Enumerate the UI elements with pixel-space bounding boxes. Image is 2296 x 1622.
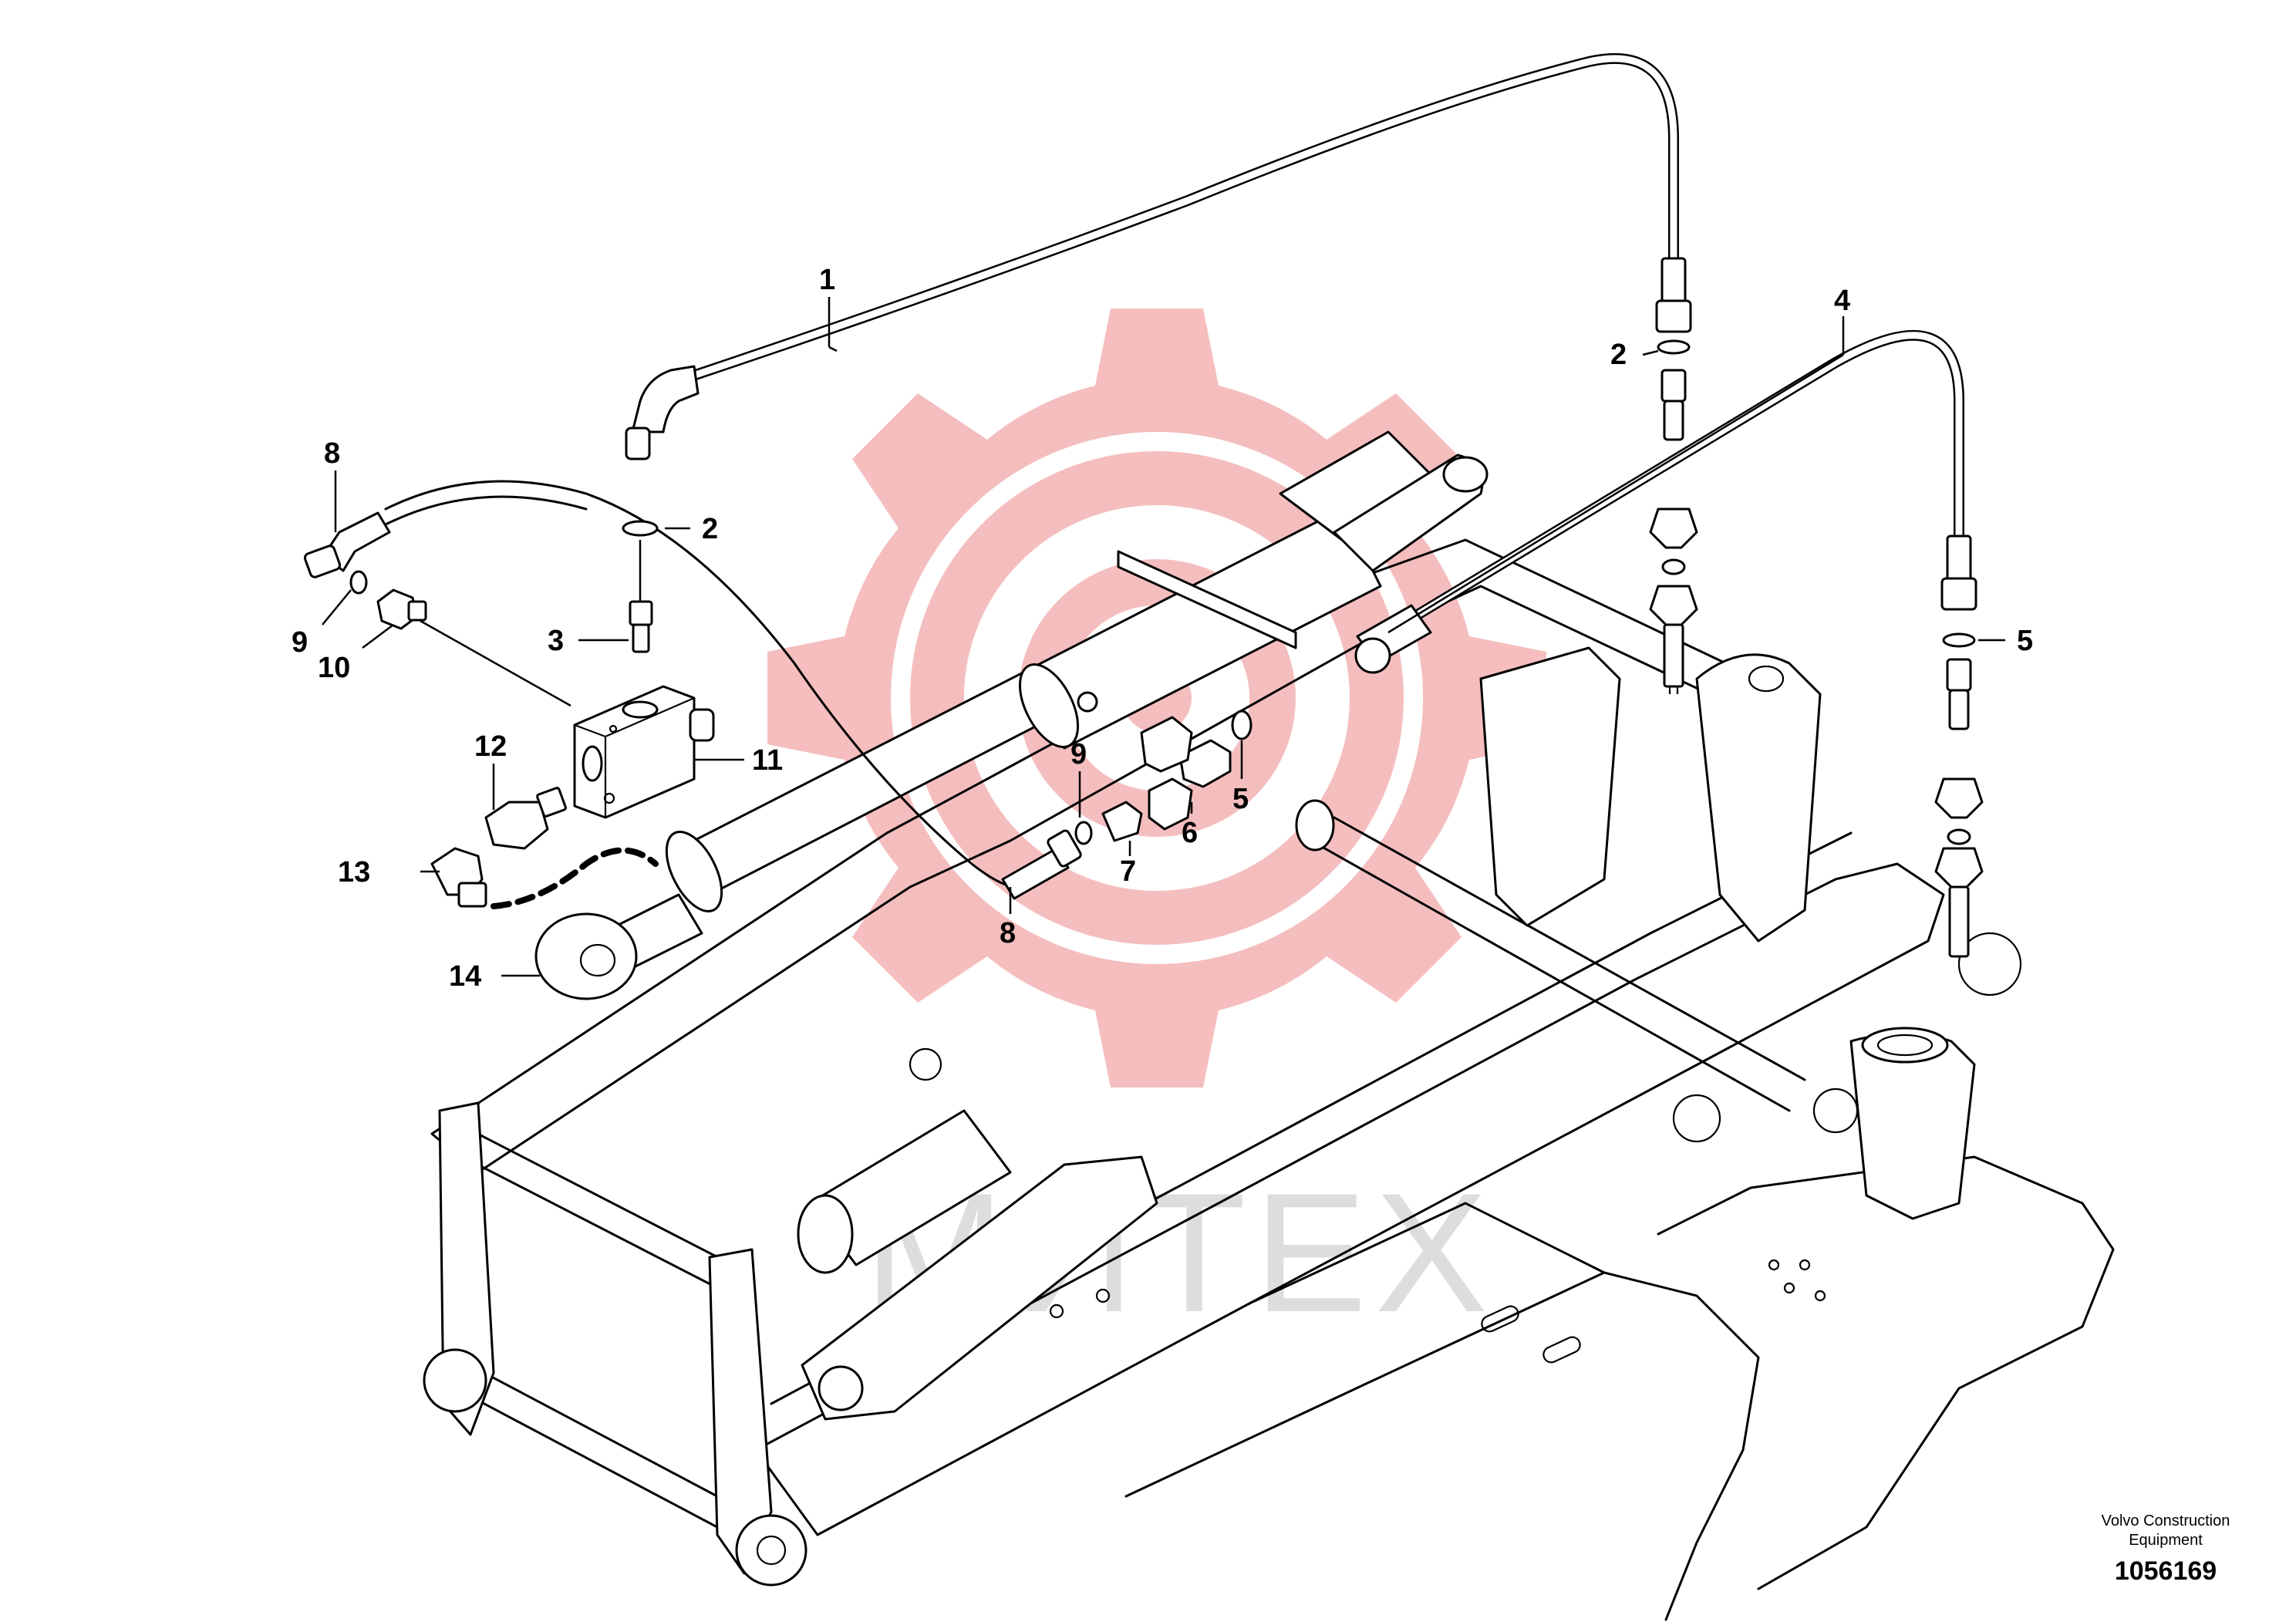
callout-14: 14	[449, 960, 481, 993]
footer-company-line1: Volvo Construction	[2102, 1512, 2230, 1529]
callout-11: 11	[752, 744, 783, 777]
callout-9-left: 9	[292, 626, 308, 659]
callout-5-right: 5	[2017, 625, 2033, 657]
right-fittings	[1649, 339, 1984, 958]
lift-cylinder	[534, 430, 1489, 1000]
callout-1: 1	[819, 264, 835, 296]
callout-6: 6	[1182, 817, 1198, 849]
callout-8-right: 8	[1000, 917, 1016, 949]
drawing-footer: Volvo Construction Equipment 1056169	[2102, 1512, 2230, 1586]
footer-drawing-number: 1056169	[2115, 1556, 2217, 1586]
callout-10: 10	[318, 652, 350, 684]
callouts: 1 2 2 3 4 5 5 6 7 8 8 9 9 10 11 12 13 14	[292, 264, 2033, 993]
callout-13: 13	[338, 856, 370, 889]
callout-9-right: 9	[1070, 738, 1087, 771]
callout-2-left: 2	[702, 513, 718, 545]
watermark-ring-outer	[910, 451, 1404, 945]
callout-4: 4	[1834, 285, 1850, 317]
callout-7: 7	[1120, 855, 1136, 888]
valve-block	[349, 520, 715, 909]
callout-8-left: 8	[324, 437, 340, 470]
center-fittings	[1074, 710, 1253, 845]
hoses	[303, 53, 1977, 900]
callout-3: 3	[548, 625, 564, 657]
callout-2-right: 2	[1610, 339, 1627, 371]
callout-5-center: 5	[1232, 783, 1249, 815]
loader-frame	[423, 538, 2115, 1621]
leader-lines	[322, 297, 2005, 977]
footer-company-line2: Equipment	[2129, 1532, 2203, 1549]
callout-12: 12	[474, 730, 507, 763]
